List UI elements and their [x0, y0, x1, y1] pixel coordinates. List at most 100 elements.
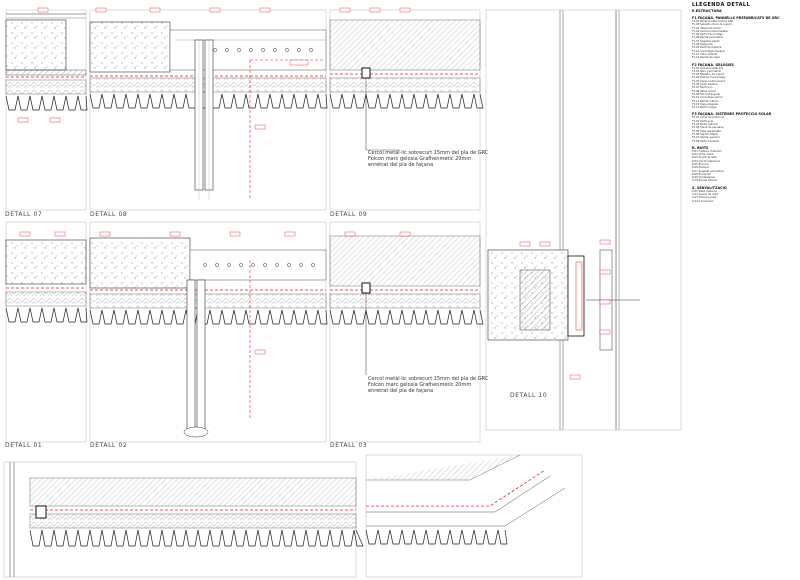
legend-item: F3.03 Motor elèctric: [692, 123, 718, 127]
corrugated-slab: [329, 93, 484, 109]
anchor-circle: [297, 48, 301, 52]
panel-detall-02: [89, 221, 328, 443]
legend-item: F2.09 Tub rectangular: [692, 92, 721, 96]
legend-item: S.03 Fixació oculta: [692, 196, 717, 200]
legend-item: F1.12 Remat de xapa: [692, 56, 720, 60]
anchor-circle: [261, 48, 265, 52]
anchor-circle: [263, 263, 267, 267]
anchor-circle: [311, 263, 315, 267]
legend-item: F2.01 Gelosia metàl·lica: [692, 66, 724, 70]
legend-item: F3.07 Remat superior: [692, 136, 721, 140]
anchor-circle: [309, 48, 313, 52]
legend-item: F1.07 Segellat elàstic: [692, 39, 720, 43]
panel-detall-09: [329, 7, 484, 211]
anchor-circle: [251, 263, 255, 267]
anchor-circle: [225, 48, 229, 52]
note-top-line-2: Folcon marc gelosia Grafhenmetic 20mm: [368, 156, 472, 162]
legend-item: F3.01 Lama de protecció: [692, 116, 725, 120]
legend-section-heading: S. SENYALITZACIÓ: [692, 185, 727, 190]
legend-item: S.04 Il·luminació: [692, 199, 714, 203]
legend-item: F2.04 Platina d'ancoratge: [692, 76, 726, 80]
legend-item: F2.13 Perfil omega: [692, 106, 717, 110]
anchor-circle: [213, 48, 217, 52]
legend-section-heading: F3 FAÇANA. SISTEMES PROTECCIÓ SOLAR: [692, 112, 772, 117]
anchor-circle: [273, 48, 277, 52]
corrugated-slab: [29, 529, 364, 547]
legend-item: F3.08 Perfil d'acabat: [692, 139, 719, 143]
anchor-circle: [285, 48, 289, 52]
anchor-circle: [299, 263, 303, 267]
legend-subtitle: E.ESTRUCTURA: [692, 9, 722, 13]
panel-detall-07: [5, 7, 88, 211]
legend-item: R.05 Brancal: [692, 162, 709, 166]
legend-item: R.01 Fusteria d'alumini: [692, 149, 722, 153]
legend-title: LLEGENDA DETALL: [692, 2, 751, 8]
legend-item: F1.03 Aïllament tèrmic: [692, 26, 722, 30]
legend-item: F1.01 Panell prefabricat de GRC: [692, 20, 734, 23]
legend-item: F3.06 Suport lateral: [692, 132, 718, 136]
legend-item: R.04 Llinda metàl·lica: [692, 159, 720, 163]
note-top-line-3: enretrat del pla de façana: [368, 162, 434, 168]
corrugated-slab: [5, 95, 88, 111]
anchor-circle: [227, 263, 231, 267]
panel-plan-section-left: [3, 461, 364, 578]
legend-item: F1.09 Perfil de fusteria: [692, 46, 722, 50]
anchor-circle: [237, 48, 241, 52]
panel-detall-08: [89, 7, 328, 211]
corrugated-slab: [5, 307, 88, 323]
legend-item: F1.08 Tapajunts: [692, 43, 713, 47]
legend-item: F2.02 Marc perimetral: [692, 69, 721, 73]
panel-label-03: DETALL 03: [330, 442, 368, 449]
anchor-circle: [203, 263, 207, 267]
legend-item: R.08 Escopidor: [692, 172, 712, 176]
legend-item: R.07 Segellat perimetral: [692, 169, 724, 173]
legend-item: R.02 Vidre doble: [692, 153, 714, 157]
legend-item: F3.04 Caixa de persiana: [692, 126, 724, 130]
legend-item: F2.07 Perfil en L: [692, 86, 713, 90]
legend-item: F1.11 Vidre laminat: [692, 52, 718, 56]
panel-label-08: DETALL 08: [90, 211, 128, 218]
legend-item: S.01 Rètol metàl·lic: [692, 189, 718, 193]
legend-item: F2.11 Remat inferior: [692, 99, 719, 103]
anchor-circle: [275, 263, 279, 267]
legend-item: F2.10 Ancoratge químic: [692, 96, 723, 100]
note-top-line-1: Cercol metàl·lic sobrecurt 15mm del pla …: [368, 150, 489, 156]
panel-plan-section-right: [365, 454, 583, 578]
legend-section-heading: F1 FAÇANA. PANNELLS PREFABRICATS DE GRC: [692, 16, 780, 20]
corrugated-slab: [365, 529, 508, 545]
note-mid-line-3: enretrat del pla de façana: [368, 388, 434, 394]
anchor-circle: [215, 263, 219, 267]
legend-item: R.03 Ampit de GRC: [692, 156, 717, 160]
legend-item: F1.10 Ancoratge mecànic: [692, 49, 726, 53]
legend-section-heading: F2 FAÇANA. GELOSIES: [692, 62, 734, 67]
legend-item: F1.06 Remat perimetral: [692, 36, 723, 40]
corrugated-slab: [89, 309, 328, 325]
note-top: Cercol metàl·lic sobrecurt 15mm del pla …: [368, 150, 488, 168]
legend-item: F2.08 Reixa d'acer: [692, 89, 717, 93]
legend-item: F1.05 Perfil d'ancoratge: [692, 33, 723, 37]
anchor-circle: [239, 263, 243, 267]
legend-item: R.10 Remat interior: [692, 179, 718, 183]
legend-item: F3.05 Tapa registrable: [692, 129, 721, 133]
legend-item: F1.02 Subestructura de suport: [692, 23, 732, 27]
note-mid-line-2: Folcon marc gelosia Grafhenmetic 20mm: [368, 382, 472, 388]
panel-label-01: DETALL 01: [5, 442, 43, 449]
note-mid: Cercol metàl·lic sobrecurt 15mm del pla …: [368, 376, 488, 394]
panel-label-07: DETALL 07: [5, 211, 43, 218]
legend-item: F2.05 Cargol autoroscant: [692, 79, 725, 83]
panel-label-10: DETALL 10: [510, 392, 548, 399]
note-mid-line-1: Cercol metàl·lic sobrecurt 15mm del pla …: [368, 376, 489, 382]
panel-label-09: DETALL 09: [330, 211, 368, 218]
legend-item: F3.02 Perfil guia: [692, 119, 714, 123]
legend-item: F1.04 Làmina impermeable: [692, 29, 728, 33]
legend-item: R.06 Premarc: [692, 166, 710, 170]
panel-detall-10: [485, 9, 682, 431]
anchor-circle: [287, 263, 291, 267]
legend-panel: LLEGENDA DETALL E.ESTRUCTURA F1 FAÇANA. …: [686, 0, 800, 580]
legend-item: F2.12 Xapa plegada: [692, 102, 718, 106]
legend-item: S.02 Suport de rètol: [692, 193, 719, 197]
corrugated-slab: [329, 309, 484, 325]
legend-section-heading: R. BUITS: [692, 145, 709, 150]
